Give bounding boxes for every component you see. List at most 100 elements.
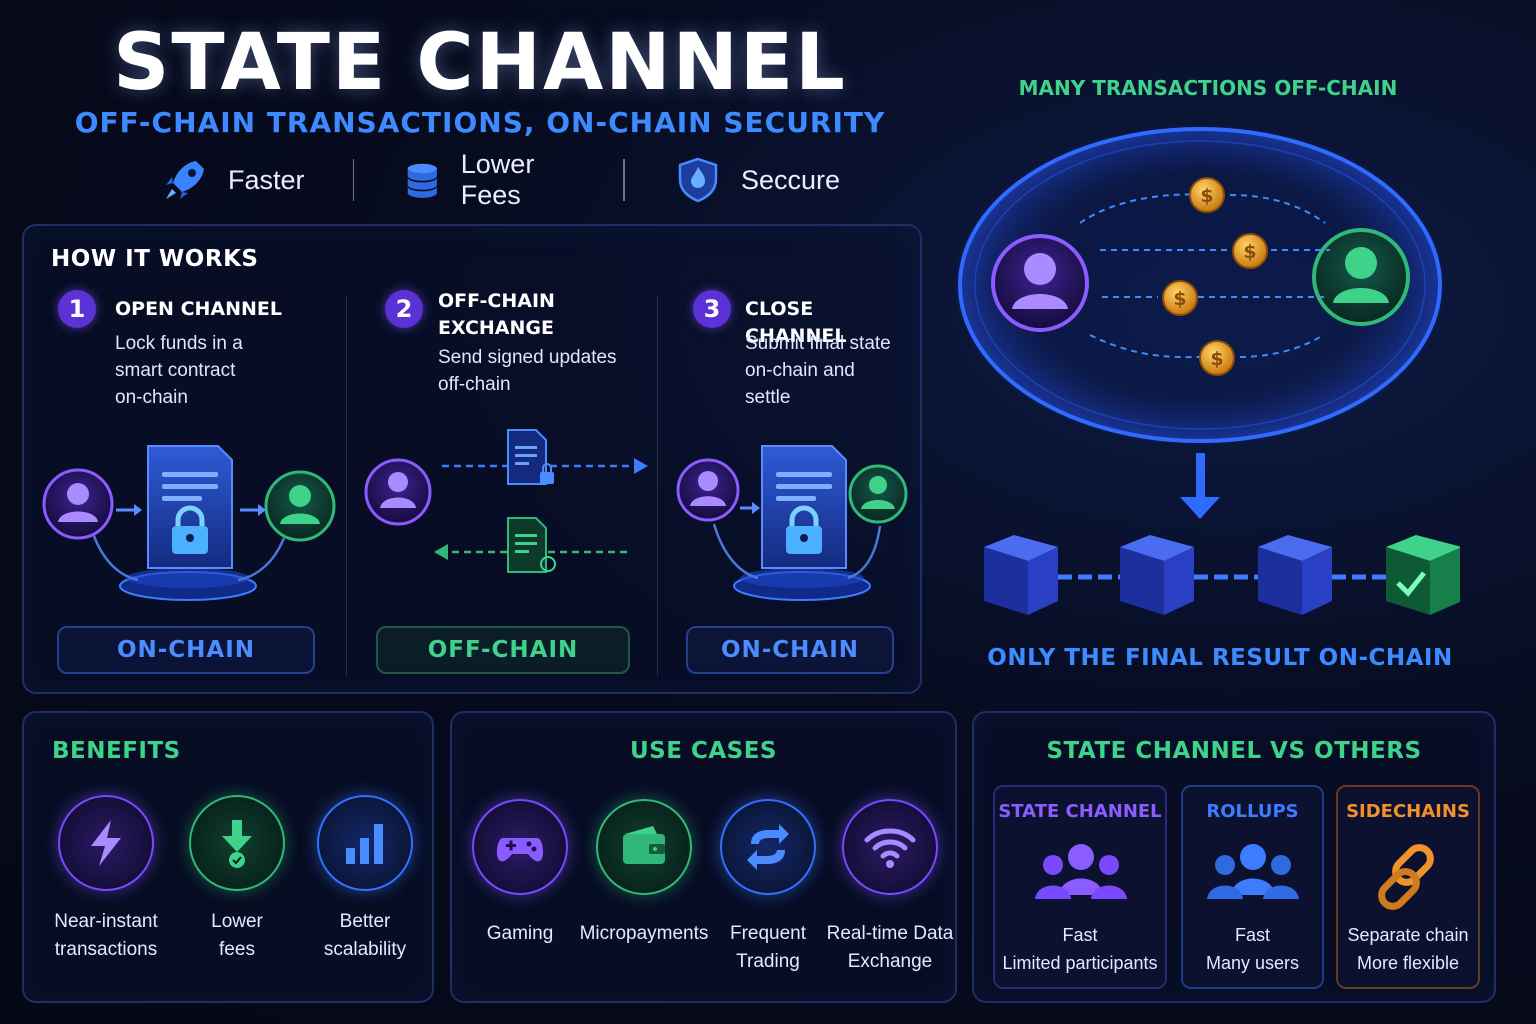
chain-link-icon: [1378, 844, 1434, 910]
how-it-works-title: HOW IT WORKS: [51, 246, 259, 272]
step-3-number: 3: [693, 290, 731, 328]
benefits-title: BENEFITS: [52, 738, 181, 764]
gamepad-icon: [472, 799, 568, 895]
coin-icon: $: [1232, 233, 1268, 269]
comparison-panel: STATE CHANNEL VS OTHERS STATE CHANNEL Fa…: [972, 711, 1496, 1003]
step-1-number: 1: [58, 290, 96, 328]
step-3-desc-line: Submit final state: [745, 333, 891, 354]
comparison-card-line: Fast: [1062, 925, 1098, 945]
many-transactions-label: MANY TRANSACTIONS OFF-CHAIN: [1018, 76, 1398, 100]
comparison-card-title: STATE CHANNEL: [998, 801, 1162, 822]
user-green-icon: [1312, 228, 1410, 326]
comparison-card-rollups: ROLLUPS Fast Many users: [1181, 785, 1324, 989]
benefit-label-line: Better: [339, 911, 391, 932]
blockchain-illustration: [984, 535, 1460, 615]
use-case-label-line: Frequent: [729, 923, 807, 944]
step-divider: [346, 296, 347, 676]
block-cube-icon: [1120, 535, 1194, 615]
use-case-label-line: Exchange: [847, 951, 933, 972]
off-chain-badge: OFF-CHAIN: [376, 626, 630, 674]
use-cases-panel: USE CASES Gaming Micropayments Frequent …: [450, 711, 957, 1003]
step-3-title: CLOSE CHANNEL: [745, 298, 847, 347]
user-purple-icon: [676, 458, 740, 522]
bar-chart-icon: [317, 795, 413, 891]
benefit-label-line: fees: [219, 939, 255, 960]
use-case-label: Gaming: [460, 920, 580, 948]
block-cube-icon: [1258, 535, 1332, 615]
step-3-desc-line: on-chain and: [745, 360, 855, 381]
step-2-desc: Send signed updates off-chain: [438, 344, 617, 398]
smart-contract-document-icon: [761, 445, 847, 569]
benefit-label-line: scalability: [323, 939, 407, 960]
coin-icon: $: [1162, 280, 1198, 316]
comparison-card-line: Many users: [1205, 953, 1300, 973]
comparison-card-line: Fast: [1234, 925, 1270, 945]
lightning-icon: [58, 795, 154, 891]
use-case-label-line: Trading: [736, 951, 800, 972]
step-2-desc-line: off-chain: [438, 374, 511, 395]
coin-icon: $: [1189, 177, 1225, 213]
comparison-card-title: SIDECHAINS: [1346, 801, 1470, 822]
step-3-desc-line: settle: [745, 387, 791, 408]
step-2-title-line: OFF-CHAIN: [438, 290, 555, 312]
exchange-arrows-icon: [720, 799, 816, 895]
wallet-icon: [596, 799, 692, 895]
comparison-card-line: Limited participants: [1002, 953, 1158, 973]
coin-icon: $: [1199, 340, 1235, 376]
coin-symbol: $: [1243, 241, 1256, 263]
signed-document-green-icon: [507, 517, 556, 573]
feature-faster-label: Faster: [228, 164, 305, 195]
group-icon: [1207, 844, 1299, 899]
final-result-label: ONLY THE FINAL RESULT ON-CHAIN: [987, 645, 1453, 671]
final-block-check-icon: [1386, 535, 1460, 615]
close-channel-illustration: [676, 445, 908, 601]
use-case-label-line: Micropayments: [579, 923, 709, 944]
benefit-label-line: transactions: [54, 939, 158, 960]
comparison-card-line: More flexible: [1356, 953, 1460, 973]
wifi-icon: [842, 799, 938, 895]
comparison-card-sidechains: SIDECHAINS Separate chain More flexible: [1336, 785, 1480, 989]
user-purple-icon: [42, 468, 114, 540]
step-1-desc-line: smart contract: [115, 360, 236, 381]
use-case-label-line: Gaming: [486, 923, 554, 944]
feature-secure: Seccure: [673, 155, 840, 205]
use-cases-title: USE CASES: [630, 738, 777, 764]
on-chain-badge: ON-CHAIN: [57, 626, 315, 674]
page-subtitle: OFF-CHAIN TRANSACTIONS, ON-CHAIN SECURIT…: [74, 106, 886, 139]
user-purple-icon: [991, 234, 1089, 332]
comparison-card-title: ROLLUPS: [1206, 801, 1299, 822]
feature-faster: Faster: [160, 155, 305, 205]
step-1-title: OPEN CHANNEL: [115, 298, 283, 320]
benefit-label-line: Near-instant: [54, 911, 158, 932]
how-it-works-panel: HOW IT WORKS 1 OPEN CHANNEL Lock funds i…: [22, 224, 922, 694]
benefits-panel: BENEFITS Near-instant transactions Lower…: [22, 711, 434, 1003]
use-case-label: Real-time Data Exchange: [824, 920, 956, 976]
down-arrow-icon: [1180, 453, 1220, 519]
coin-symbol: $: [1210, 348, 1223, 370]
page-title: STATE CHANNEL: [113, 18, 847, 108]
coin-symbol: $: [1200, 185, 1213, 207]
divider: [352, 159, 355, 201]
feature-row: Faster Lower Fees Seccure: [160, 149, 840, 211]
group-icon: [1035, 844, 1127, 899]
benefit-label: Lower fees: [177, 908, 297, 964]
user-green-icon: [264, 470, 336, 542]
step-3-desc: Submit final state on-chain and settle: [745, 330, 891, 411]
off-chain-exchange-illustration: [364, 429, 648, 573]
comparison-card-line: Separate chain: [1347, 925, 1469, 945]
comparison-title: STATE CHANNEL VS OTHERS: [1046, 738, 1422, 764]
comparison-card-state-channel: STATE CHANNEL Fast Limited participants: [993, 785, 1167, 989]
user-purple-icon: [364, 458, 432, 526]
smart-contract-document-icon: [147, 445, 233, 569]
step-divider: [657, 296, 658, 676]
state-channel-diagram: $ $ $ $: [955, 125, 1460, 615]
feature-secure-label: Seccure: [740, 164, 840, 195]
shield-icon: [678, 157, 718, 203]
feature-lower-fees: Lower Fees: [402, 149, 575, 211]
divider: [623, 159, 625, 201]
use-case-label: Frequent Trading: [708, 920, 828, 976]
step-2-desc-line: Send signed updates: [438, 347, 617, 368]
user-green-icon: [848, 464, 908, 524]
on-chain-badge: ON-CHAIN: [686, 626, 894, 674]
rocket-icon: [166, 161, 204, 199]
